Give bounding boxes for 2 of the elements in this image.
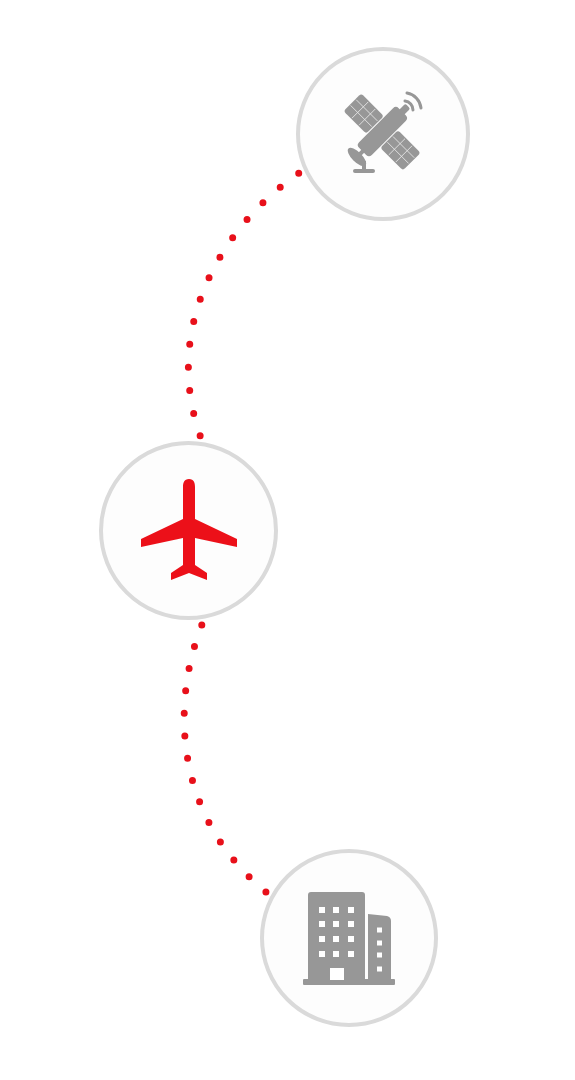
dotted-connector	[180, 621, 270, 896]
dotted-connector	[185, 169, 303, 440]
